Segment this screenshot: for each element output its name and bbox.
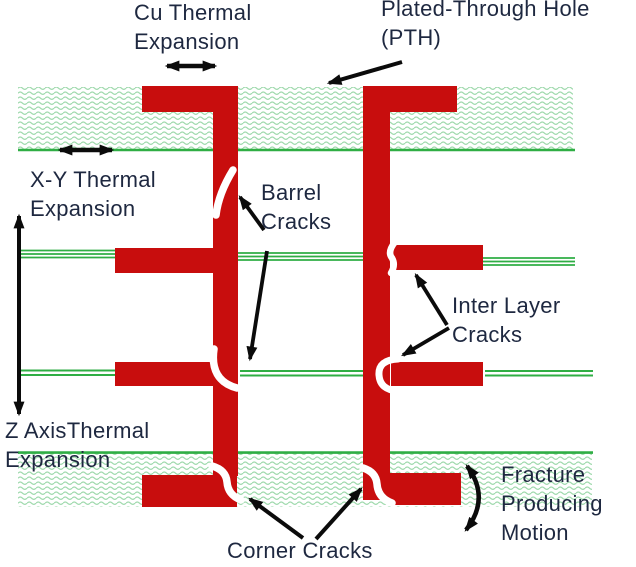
- label-line: Expansion: [134, 29, 240, 54]
- bottom-laminate-band: [18, 451, 593, 507]
- label-inter-layer-cracks: Inter Layer Cracks: [452, 291, 560, 349]
- label-line: Plated-Through Hole: [381, 0, 590, 21]
- inter-layer-crack-arrow-upper: [414, 273, 449, 327]
- label-corner-cracks: Corner Cracks: [227, 536, 373, 565]
- label-line: Expansion: [5, 447, 111, 472]
- corner-crack-arrow-left: [248, 497, 305, 540]
- label-line: Inter Layer: [452, 293, 561, 318]
- label-z-axis-thermal-expansion: Z AxisThermal Expansion: [5, 416, 149, 474]
- label-plated-through-hole: Plated-Through Hole (PTH): [381, 0, 590, 52]
- label-line: X-Y Thermal: [30, 167, 156, 192]
- fracture-motion-arrow: [464, 464, 481, 532]
- barrel-crack-arrow-upper: [238, 195, 266, 232]
- label-line: Fracture: [501, 462, 586, 487]
- corner-crack-left: [208, 462, 245, 504]
- right-lower-trace: [391, 362, 483, 386]
- label-line: Expansion: [30, 196, 136, 221]
- label-line: Cracks: [261, 209, 332, 234]
- label-line: Cu Thermal: [134, 0, 252, 25]
- right-upper-trace: [393, 245, 483, 270]
- right-pth-copper: [363, 86, 483, 505]
- right-pth-barrel: [363, 86, 390, 500]
- label-line: Corner Cracks: [227, 538, 373, 563]
- inner-layer-lines-upper: [18, 249, 575, 266]
- left-pth-barrel: [213, 86, 238, 476]
- top-laminate-band: [18, 87, 575, 152]
- right-bottom-pad: [388, 473, 461, 505]
- corner-crack-arrow-right: [314, 487, 363, 541]
- pth-pointer-arrow: [326, 60, 403, 85]
- label-barrel-cracks: Barrel Cracks: [261, 178, 331, 236]
- left-pth-copper: [115, 86, 238, 507]
- label-line: Z AxisThermal: [5, 418, 150, 443]
- barrel-crack-lower: [209, 345, 241, 392]
- label-line: Motion: [501, 520, 569, 545]
- label-fracture-producing-motion: Fracture Producing Motion: [501, 460, 603, 547]
- label-line: (PTH): [381, 25, 442, 50]
- inner-layer-lines-lower: [18, 369, 593, 377]
- left-bottom-pad: [142, 475, 237, 507]
- label-line: Cracks: [452, 322, 523, 347]
- inter-layer-crack-upper: [386, 238, 399, 277]
- label-cu-thermal-expansion: Cu Thermal Expansion: [134, 0, 252, 56]
- barrel-crack-upper: [212, 166, 237, 219]
- corner-crack-right: [359, 464, 396, 507]
- inter-layer-crack-arrow-lower: [401, 326, 450, 357]
- barrel-crack-arrow-lower: [246, 250, 269, 362]
- inter-layer-crack-lower: [375, 355, 402, 395]
- label-line: Producing: [501, 491, 603, 516]
- left-upper-trace: [115, 248, 214, 273]
- label-xy-thermal-expansion: X-Y Thermal Expansion: [30, 165, 156, 223]
- left-lower-trace: [115, 362, 214, 386]
- label-line: Barrel: [261, 180, 322, 205]
